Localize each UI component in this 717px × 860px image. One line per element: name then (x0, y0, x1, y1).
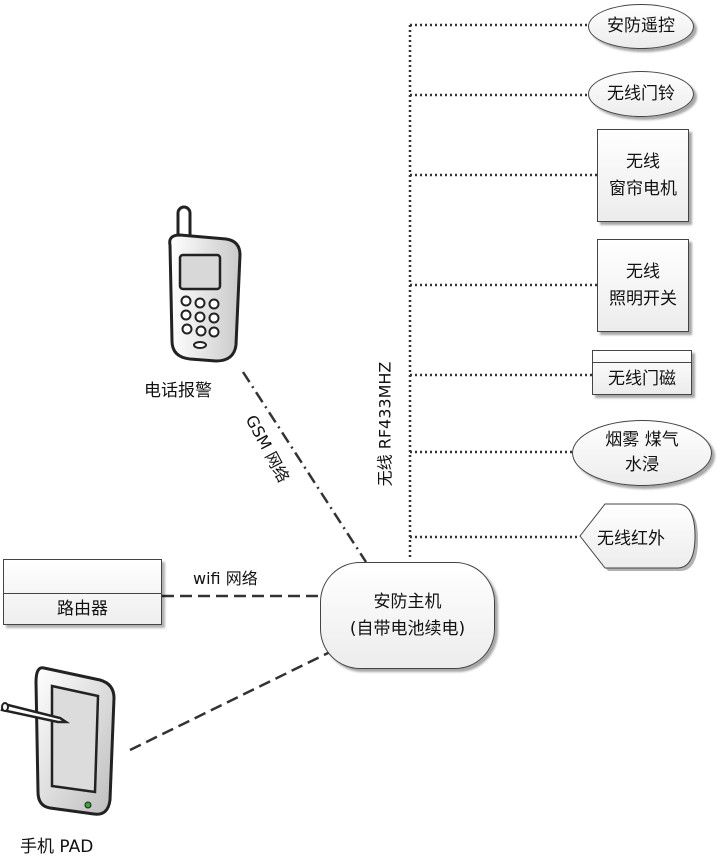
rf-bus-label: 无线 RF433MHZ (375, 361, 395, 487)
router-header (4, 560, 161, 594)
remote-label: 安防遥控 (607, 16, 675, 36)
pad-label: 手机 PAD (20, 837, 94, 857)
doorbell-label: 无线门铃 (607, 83, 675, 104)
router-box: 路由器 (3, 559, 162, 625)
infrared-label: 无线红外 (597, 529, 665, 549)
hub-line2: (自带电池续电) (349, 618, 466, 639)
door-sensor-label: 无线门磁 (608, 369, 676, 389)
gsm-link (241, 371, 368, 563)
smoke-gas-water-node: 烟雾 煤气 水浸 (572, 420, 712, 486)
mobile-phone-icon (168, 205, 242, 363)
curtain-line2: 窗帘电机 (609, 178, 677, 199)
wifi-network-label: wifi 网络 (193, 569, 258, 588)
light-switch-node: 无线 照明开关 (597, 239, 689, 332)
light-line2: 照明开关 (609, 288, 677, 309)
doorbell-node: 无线门铃 (588, 71, 694, 117)
phone-alarm-label: 电话报警 (144, 381, 212, 401)
tablet-pad-icon (0, 666, 116, 816)
door-sensor-node: 无线门磁 (592, 350, 692, 395)
router-label: 路由器 (57, 599, 108, 619)
security-remote-node: 安防遥控 (588, 4, 694, 49)
curtain-motor-node: 无线 窗帘电机 (597, 129, 689, 222)
security-host-node: 安防主机 (自带电池续电) (320, 562, 495, 669)
light-line1: 无线 (626, 261, 660, 282)
hub-line1: 安防主机 (373, 591, 442, 612)
smoke-line1: 烟雾 煤气 (605, 430, 679, 450)
smoke-line2: 水浸 (625, 455, 659, 475)
door-sensor-header (593, 351, 691, 363)
pad-link (129, 650, 331, 752)
infrared-node-shape (579, 503, 698, 571)
curtain-line1: 无线 (626, 151, 660, 172)
